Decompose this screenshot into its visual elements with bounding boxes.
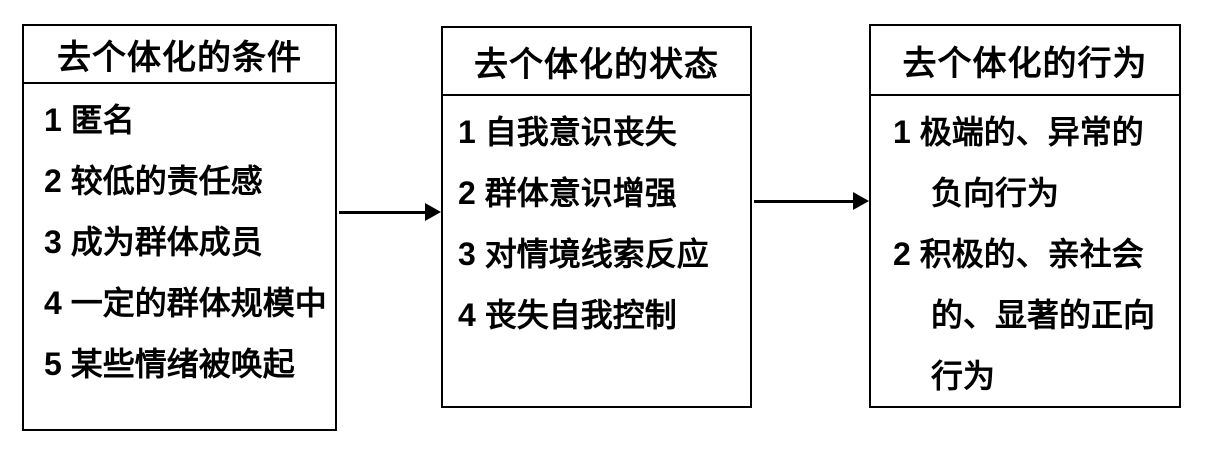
list-item-continuation: 行为 <box>931 357 996 394</box>
box-behavior-list: 1 极端的、异常的 负向行为 2 积极的、亲社会 的、显著的正向 行为 <box>871 96 1179 404</box>
arrow-line <box>339 210 425 214</box>
list-item: 4 丧失自我控制 <box>458 296 677 333</box>
arrow-line <box>754 199 853 203</box>
box-state-title: 去个体化的状态 <box>443 28 750 96</box>
list-item: 5 某些情绪被唤起 <box>44 345 295 382</box>
list-item: 2 群体意识增强 <box>458 174 677 211</box>
list-item: 4 一定的群体规模中 <box>44 284 327 321</box>
list-item-continuation: 的、显著的正向 <box>931 296 1156 333</box>
list-item: 1 极端的、异常的 <box>893 113 1144 150</box>
list-item: 1 匿名 <box>44 101 135 138</box>
list-item: 2 积极的、亲社会 <box>893 235 1144 272</box>
list-item: 1 自我意识丧失 <box>458 113 677 150</box>
list-item: 3 成为群体成员 <box>44 223 263 260</box>
box-conditions-title: 去个体化的条件 <box>24 26 335 84</box>
list-item: 2 较低的责任感 <box>44 162 263 199</box>
arrowhead-right-icon <box>425 203 441 221</box>
box-state: 去个体化的状态 1 自我意识丧失 2 群体意识增强 3 对情境线索反应 4 丧失… <box>441 26 752 408</box>
box-behavior: 去个体化的行为 1 极端的、异常的 负向行为 2 积极的、亲社会 的、显著的正向… <box>869 24 1181 408</box>
arrow-state-to-behavior <box>754 191 869 211</box>
box-conditions-list: 1 匿名 2 较低的责任感 3 成为群体成员 4 一定的群体规模中 5 某些情绪… <box>24 84 335 392</box>
arrow-conditions-to-state <box>339 202 441 222</box>
box-conditions: 去个体化的条件 1 匿名 2 较低的责任感 3 成为群体成员 4 一定的群体规模… <box>22 24 337 431</box>
arrowhead-right-icon <box>853 192 869 210</box>
list-item-continuation: 负向行为 <box>931 174 1060 211</box>
box-behavior-title: 去个体化的行为 <box>871 26 1179 96</box>
box-state-list: 1 自我意识丧失 2 群体意识增强 3 对情境线索反应 4 丧失自我控制 <box>443 96 750 343</box>
list-item: 3 对情境线索反应 <box>458 235 709 272</box>
